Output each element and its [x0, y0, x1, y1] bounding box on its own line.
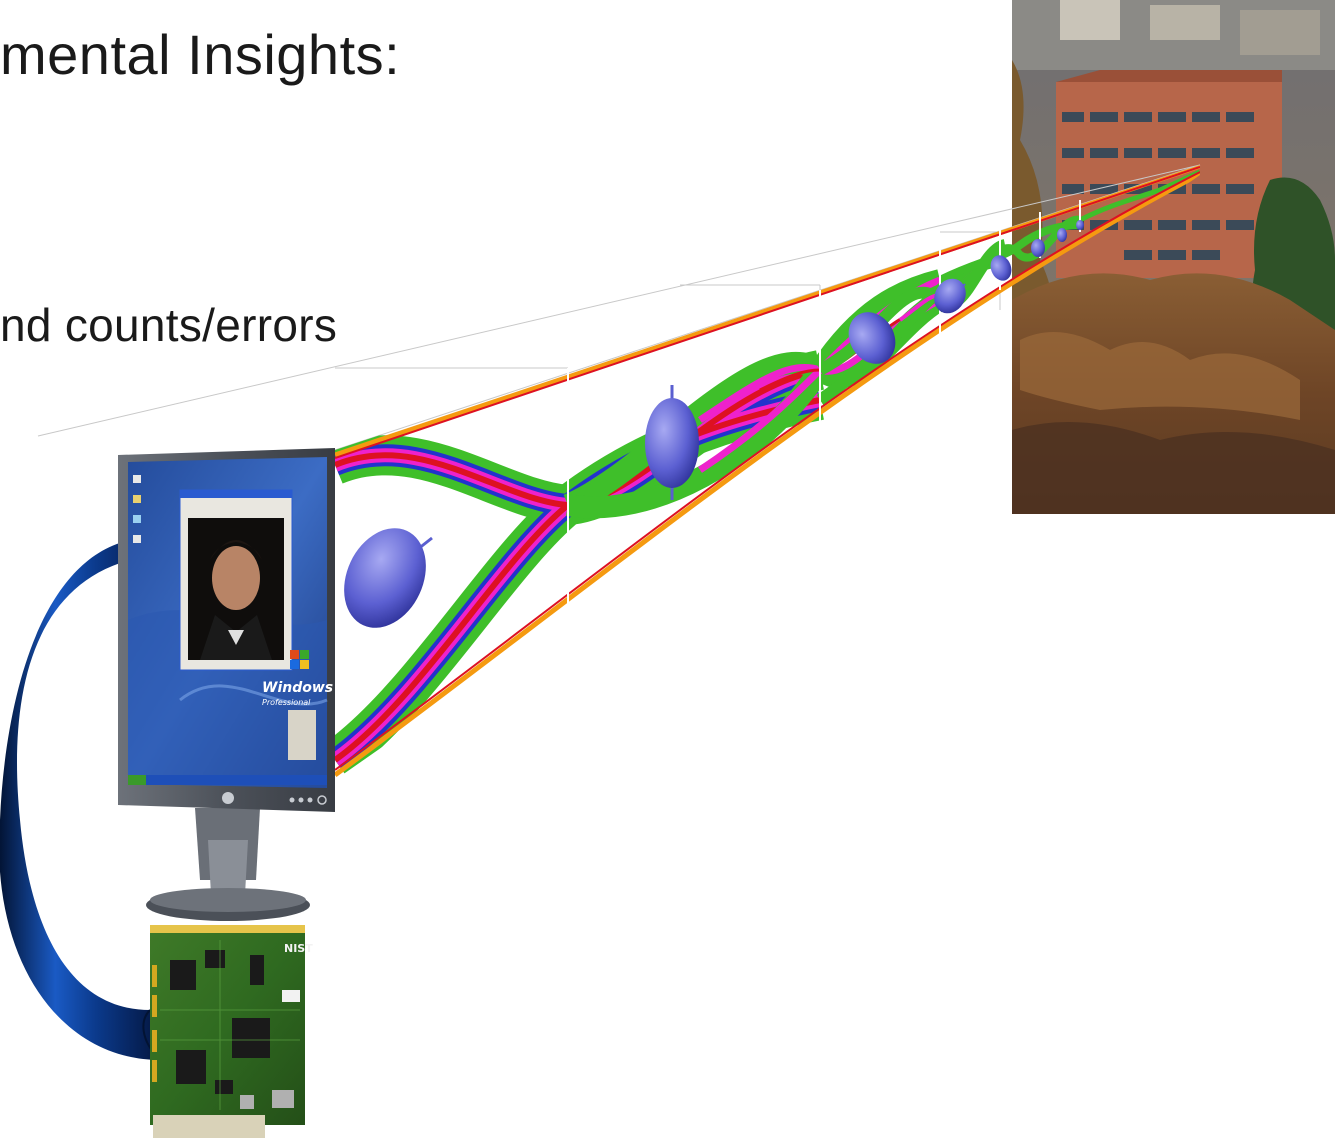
slide-bullet-fragment: nd counts/errors — [0, 299, 338, 351]
photon-polarization-icon — [990, 255, 1012, 281]
remote-building-photo — [1012, 0, 1335, 514]
photon-polarization-icon — [934, 278, 966, 314]
photon-polarization-icon — [1076, 220, 1084, 230]
photon-polarization-icon — [344, 528, 433, 628]
photon-sequence — [344, 220, 1084, 628]
os-logo-text: Windows — [262, 680, 334, 696]
computer-monitor-icon — [118, 448, 335, 921]
os-edition-text: Professional — [262, 698, 311, 707]
photon-polarization-icon — [1031, 239, 1045, 257]
photon-polarization-icon — [645, 385, 699, 500]
board-maker-label: NIST — [284, 942, 313, 955]
photon-polarization-icon — [848, 312, 896, 364]
windows-logo-icon — [290, 650, 309, 669]
slide-title-fragment: mental Insights: — [0, 23, 401, 86]
photon-polarization-icon — [1057, 228, 1067, 242]
circuit-board-icon — [150, 925, 305, 1138]
eye-diagram-beam — [335, 165, 1200, 778]
